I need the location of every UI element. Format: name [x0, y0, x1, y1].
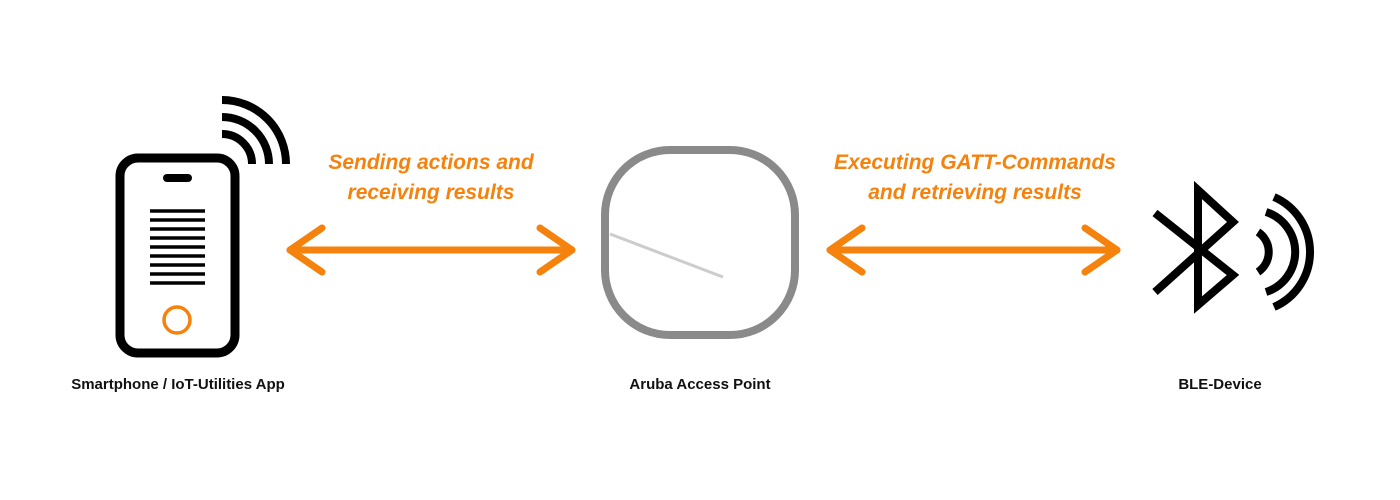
wifi-signal-icon [221, 96, 290, 165]
node-label-smartphone: Smartphone / IoT-Utilities App [71, 376, 285, 393]
edge-label-ap-ble-line1: Executing GATT-Commands [834, 151, 1116, 174]
bluetooth-icon [1152, 180, 1240, 314]
edge-label-phone-ap-line2: receiving results [347, 181, 515, 204]
edge-label-ap-ble: Executing GATT-Commands and retrieving r… [820, 148, 1130, 208]
edge-label-phone-ap-line1: Sending actions and [328, 151, 534, 174]
arrow-phone-ap [286, 224, 576, 276]
arrow-ap-ble [826, 224, 1121, 276]
screen-lines-icon [150, 209, 205, 285]
node-label-ble-device: BLE-Device [1178, 376, 1262, 393]
ble-waves-icon [1255, 193, 1315, 311]
edge-label-ap-ble-line2: and retrieving results [868, 181, 1082, 204]
home-button-icon [162, 305, 192, 335]
access-point-icon [601, 146, 799, 339]
node-label-access-point: Aruba Access Point [629, 376, 771, 393]
smartphone-icon [115, 153, 240, 358]
edge-label-phone-ap: Sending actions and receiving results [300, 148, 562, 208]
